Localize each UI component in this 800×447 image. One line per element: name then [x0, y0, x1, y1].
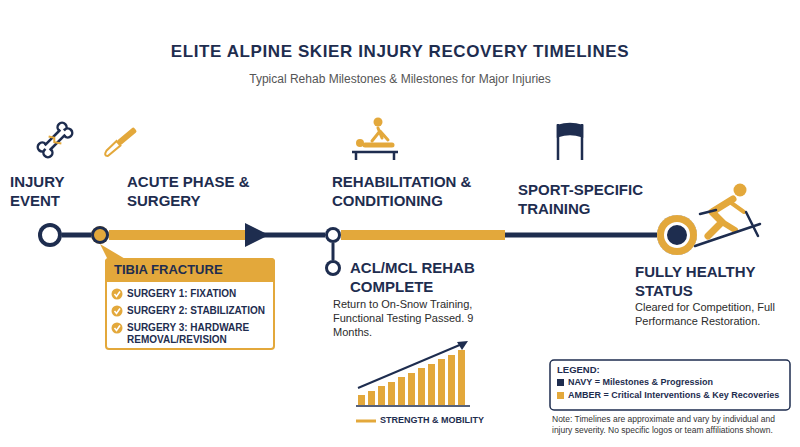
legend-entry: NAVY = Milestones & Progression [568, 377, 788, 388]
check-icon [112, 323, 123, 334]
milestone-description: Cleared for Competition, Full Performanc… [635, 300, 800, 328]
scalpel-icon [103, 127, 137, 157]
progress-bar-chart [458, 350, 465, 405]
injury-callout-box: TIBIA FRACTURE SURGERY 1: FIXATION SURGERY… [105, 258, 275, 350]
timeline-segment [341, 230, 505, 240]
timeline-segment [109, 230, 245, 240]
milestone-description: Return to On-Snow Training, Functional T… [333, 297, 493, 339]
check-icon [112, 289, 123, 300]
diagram-title: ELITE ALPINE SKIER INJURY RECOVERY TIMEL… [0, 42, 800, 62]
check-icon [112, 323, 123, 334]
bone-icon [49, 134, 62, 147]
skier-icon [695, 210, 760, 246]
progress-bar-chart [356, 420, 376, 423]
bone-icon [43, 128, 66, 151]
physio-icon [352, 152, 398, 160]
progress-bar-chart [418, 368, 425, 405]
progress-bar-chart [448, 355, 455, 405]
legend-swatch [557, 379, 564, 386]
stage-label: REHABILITATION & CONDITIONING [332, 172, 497, 210]
check-icon [112, 306, 123, 317]
stage-label: ACUTE PHASE & SURGERY [127, 172, 257, 210]
progress-bar-chart [428, 364, 435, 405]
progress-bar-chart [438, 359, 445, 405]
physio-icon [365, 143, 392, 148]
physio-icon [372, 128, 388, 141]
legend-swatch [557, 392, 564, 399]
chart-label: STRENGTH & MOBILITY [380, 415, 520, 425]
skier-icon [722, 222, 735, 230]
timeline-connector [109, 223, 325, 247]
check-icon [112, 306, 123, 317]
progress-bar-chart [398, 377, 405, 405]
timeline-segment [62, 233, 91, 238]
skier-icon [730, 202, 744, 212]
skier-icon [695, 184, 760, 247]
milestone-circle: ACUTE PHASE & SURGERY [91, 226, 109, 244]
bone-icon [36, 121, 74, 159]
progress-bar-chart [457, 341, 468, 350]
progress-bar-chart [388, 382, 395, 405]
arrow-head [245, 223, 269, 247]
physio-icon [352, 118, 398, 161]
progress-bar-chart [408, 373, 415, 405]
progress-bar-chart [368, 391, 375, 405]
legend-entry: AMBER = Critical Interventions & Key Rec… [568, 390, 788, 401]
timeline-connector [341, 235, 657, 236]
progress-bar-chart [358, 344, 462, 388]
callout-heading: TIBIA FRACTURE [105, 258, 275, 282]
milestone-heading: FULLY HEALTHY STATUS [635, 262, 775, 300]
legend-frame [550, 360, 790, 410]
checklist-item: SURGERY 1: FIXATION [127, 288, 272, 300]
milestone-circle: ACL/MCL REHAB COMPLETEReturn to On-Snow … [325, 260, 341, 276]
check-icon [115, 292, 121, 297]
progress-bar-chart [356, 341, 470, 421]
skier-icon [734, 184, 747, 197]
skier-icon [708, 199, 733, 236]
timeline-branch [332, 243, 335, 260]
gate-icon [558, 124, 582, 160]
bone-icon [45, 130, 66, 151]
milestone-circle: INJURY EVENT [38, 223, 62, 247]
gate-icon [558, 124, 582, 136]
check-icon [115, 309, 121, 314]
scalpel-icon [103, 141, 120, 157]
scalpel-icon [117, 127, 138, 146]
milestone-heading: ACL/MCL REHAB COMPLETE [350, 258, 490, 296]
gate-icon [558, 124, 582, 160]
progress-bar-chart [356, 405, 470, 407]
physio-icon [374, 118, 383, 127]
timeline-connector [333, 243, 334, 260]
stage-label: SPORT-SPECIFIC TRAINING [518, 180, 668, 218]
check-icon [115, 326, 121, 331]
checklist-item: SURGERY 2: STABILIZATION [127, 305, 272, 317]
stage-label: INJURY EVENT [10, 172, 105, 210]
progress-bar-chart [378, 386, 385, 405]
legend-heading: LEGEND: [557, 364, 657, 375]
footnote: Note: Timelines are approximate and vary… [552, 414, 792, 436]
checklist-item: SURGERY 3: HARDWARE REMOVAL/REVISION [127, 322, 272, 346]
diagram-subtitle: Typical Rehab Milestones & Milestones fo… [0, 72, 800, 86]
progress-bar-chart [358, 395, 365, 405]
timeline-connector [62, 235, 91, 236]
milestone-circle: REHABILITATION & CONDITIONING [325, 227, 341, 243]
check-icon [112, 289, 123, 300]
goal-circle: FULLY HEALTHY STATUSCleared for Competit… [657, 215, 697, 255]
timeline-segment [505, 233, 657, 238]
